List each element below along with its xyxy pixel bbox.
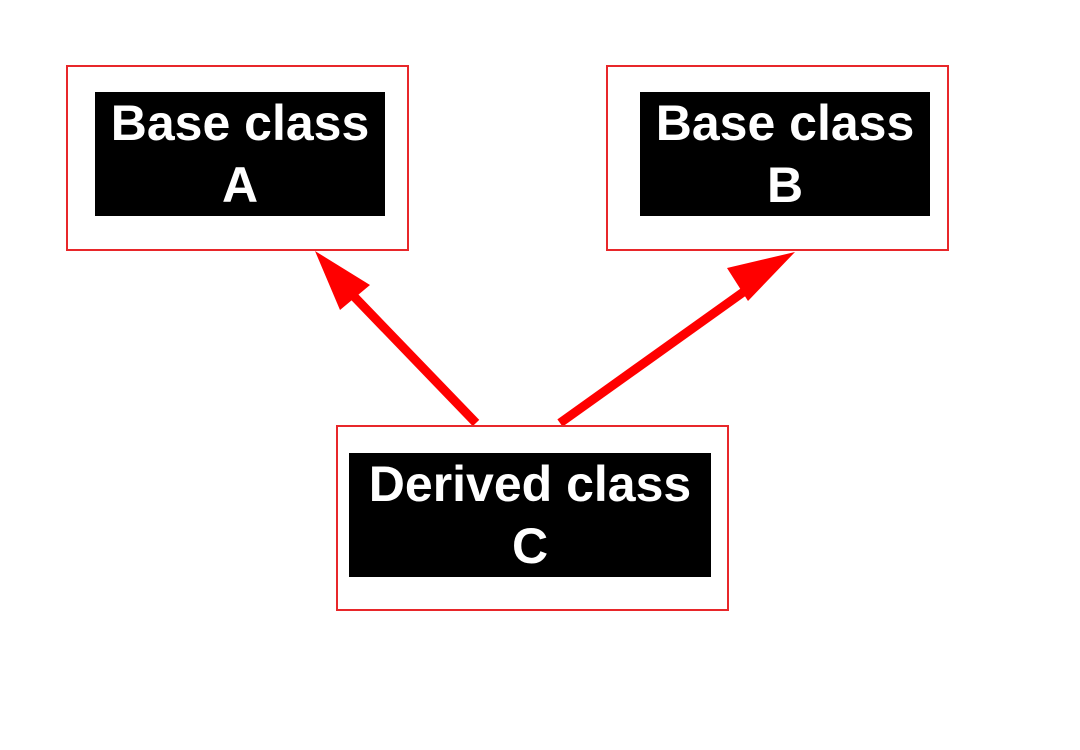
- base-class-a-title: Base class: [110, 95, 370, 151]
- arrow-c-to-b: [557, 252, 795, 427]
- derived-class-c-letter: C: [511, 518, 549, 574]
- base-class-a-letter: A: [221, 157, 259, 213]
- base-class-a-label: Base class A: [95, 92, 385, 216]
- base-class-b-title: Base class: [655, 95, 915, 151]
- base-class-b-letter: B: [766, 157, 804, 213]
- arrow-c-to-a: [315, 251, 480, 427]
- derived-class-c-label: Derived class C: [349, 453, 711, 577]
- base-class-b-label: Base class B: [640, 92, 930, 216]
- derived-class-c-title: Derived class: [368, 456, 692, 512]
